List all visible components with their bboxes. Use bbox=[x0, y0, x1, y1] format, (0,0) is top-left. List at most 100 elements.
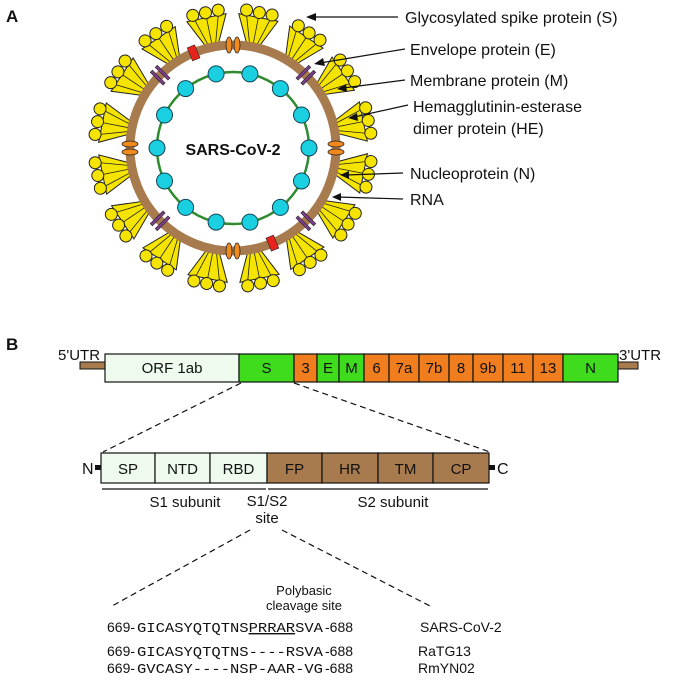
polybasic-label-line1: Polybasic bbox=[276, 583, 332, 598]
c-terminus-label: C bbox=[497, 461, 509, 478]
genome-segment bbox=[238, 353, 295, 383]
nucleoprotein bbox=[241, 65, 259, 83]
domain-segment bbox=[266, 452, 323, 484]
genome-segment-label: S bbox=[261, 360, 271, 377]
genome-segment-label: 11 bbox=[510, 360, 526, 377]
nucleoprotein-leader-line bbox=[345, 172, 404, 176]
sequence-cleavage: P-AAR bbox=[249, 662, 296, 678]
genome-segment-label: ORF 1ab bbox=[142, 360, 203, 377]
membrane-protein bbox=[327, 140, 345, 156]
panel-label-a: A bbox=[6, 7, 18, 26]
genome-segment-label: E bbox=[323, 360, 333, 377]
panel-label-b: B bbox=[6, 335, 18, 354]
membrane-protein bbox=[149, 64, 171, 86]
genome-segment bbox=[502, 353, 534, 383]
domain-label: TM bbox=[395, 461, 417, 478]
membrane-protein bbox=[225, 36, 241, 54]
membrane-protein bbox=[186, 44, 201, 62]
arrow-icon bbox=[340, 171, 349, 179]
arrow-icon bbox=[332, 193, 341, 201]
arrow-icon bbox=[314, 58, 325, 66]
nucleoprotein bbox=[156, 172, 174, 190]
virion-title: SARS-CoV-2 bbox=[185, 142, 280, 159]
utr3-label: 3'UTR bbox=[619, 347, 661, 364]
nucleoprotein bbox=[271, 198, 289, 216]
domain-label: FP bbox=[285, 461, 304, 478]
domain-label: SP bbox=[118, 461, 138, 478]
sequence-name: RmYN02 bbox=[418, 660, 475, 676]
genome-segment bbox=[562, 353, 619, 383]
arrow-icon bbox=[306, 13, 316, 21]
domain-segment bbox=[100, 452, 156, 484]
nucleoprotein bbox=[271, 80, 289, 98]
spike-protein bbox=[285, 228, 328, 277]
spike-protein bbox=[88, 154, 137, 195]
nucleoprotein bbox=[292, 172, 310, 190]
sequence-pre: GICASYQTQTNS bbox=[137, 621, 249, 637]
nucleoprotein bbox=[207, 213, 225, 231]
arrow-icon bbox=[337, 84, 347, 92]
polybasic-label-line2: cleavage site bbox=[266, 598, 342, 613]
genome-segment bbox=[418, 353, 450, 383]
s1s2-site-label-line2: site bbox=[255, 510, 278, 527]
n-terminus-label: N bbox=[82, 461, 94, 478]
genome-segment bbox=[388, 353, 420, 383]
nucleoprotein bbox=[241, 213, 259, 231]
nucleoprotein bbox=[148, 139, 166, 157]
domain-label: NTD bbox=[167, 461, 198, 478]
sequence-post: -VG bbox=[295, 662, 323, 678]
membrane-protein bbox=[225, 242, 241, 260]
nucleoprotein bbox=[300, 139, 318, 157]
sequence-cleavage: ----R bbox=[249, 645, 296, 661]
sequence-pre: GICASYQTQTNS bbox=[137, 645, 249, 661]
genome-segment-label: 7b bbox=[426, 360, 443, 377]
nucleoprotein bbox=[156, 106, 174, 124]
virion-legend: Glycosylated spike protein (S) Envelope … bbox=[306, 10, 618, 209]
membrane-protein bbox=[295, 210, 317, 232]
envelope-leader-line bbox=[319, 48, 406, 64]
genome-segment-label: 9b bbox=[480, 360, 497, 377]
viral-envelope bbox=[125, 40, 341, 256]
sequence-alignment: Polybasic cleavage site 669-GICASYQTQTNS… bbox=[107, 583, 502, 678]
utr5-label: 5'UTR bbox=[58, 347, 100, 364]
membrane-leader-line bbox=[342, 79, 406, 89]
genome-segment-label: 7a bbox=[396, 360, 413, 377]
genome-segment bbox=[104, 353, 240, 383]
sequence-cleavage: PRRAR bbox=[249, 621, 296, 637]
domain-label: HR bbox=[339, 461, 361, 478]
zoom-line-left bbox=[102, 382, 242, 453]
sequence-end: -688 bbox=[325, 660, 353, 676]
genome-segment-label: N bbox=[585, 360, 596, 377]
nucleoprotein bbox=[292, 106, 310, 124]
sequence-post: SVA bbox=[295, 621, 324, 637]
domain-label: RBD bbox=[223, 461, 255, 478]
membrane-proteins bbox=[121, 36, 345, 260]
s1-subunit-label: S1 subunit bbox=[150, 494, 222, 511]
spike-protein bbox=[313, 199, 362, 242]
sequence-pre: GVCASY----NS bbox=[137, 662, 249, 678]
spike-protein bbox=[88, 102, 137, 143]
genome-segment-label: M bbox=[345, 360, 358, 377]
membrane-protein bbox=[121, 140, 139, 156]
virion-diagram: SARS-CoV-2 bbox=[88, 3, 378, 293]
membrane-protein bbox=[149, 210, 171, 232]
he-leader-line bbox=[353, 104, 409, 118]
zoom-line-right-2 bbox=[281, 529, 431, 607]
zoom-line-left-2 bbox=[111, 529, 251, 607]
spike-protein bbox=[138, 19, 181, 68]
domain-segment bbox=[377, 452, 434, 484]
sequence-end: -688 bbox=[325, 619, 353, 635]
spike-protein bbox=[187, 244, 228, 293]
genome-segment bbox=[448, 353, 474, 383]
nucleoproteins bbox=[148, 65, 318, 231]
genome-segment-label: 6 bbox=[372, 360, 380, 377]
membrane-label: Membrane protein (M) bbox=[410, 73, 568, 90]
n-terminus-marker bbox=[95, 465, 101, 470]
rna-label: RNA bbox=[410, 192, 444, 209]
membrane-protein bbox=[265, 234, 280, 252]
